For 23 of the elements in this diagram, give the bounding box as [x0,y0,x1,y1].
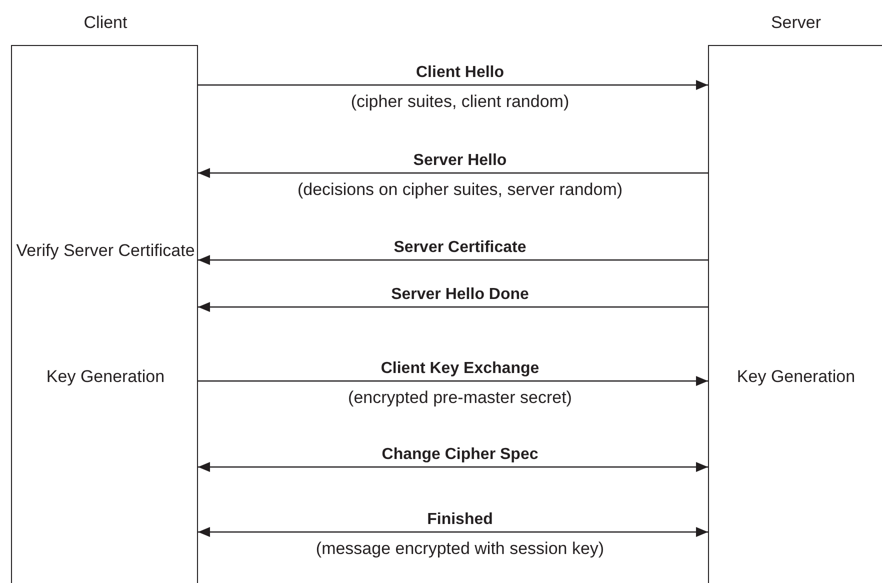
activity-text: Key Generation [736,366,856,388]
message-detail: (message encrypted with session key) [316,538,604,560]
activity-text: Key Generation [45,366,166,388]
message-detail: (cipher suites, client random) [350,91,570,113]
arrow [198,302,708,312]
message-label: Finished [427,510,493,530]
lifeline-heading: Client [82,12,128,34]
activity-text: Verify Server Certificate [15,240,196,262]
arrow [198,462,708,472]
message-detail: (decisions on cipher suites, server random) [297,179,623,201]
arrow [198,527,708,537]
message-label: Client Key Exchange [380,359,540,379]
message-label: Client Hello [416,63,504,83]
message-label: Change Cipher Spec [382,445,538,465]
message-detail: (encrypted pre-master secret) [348,387,572,409]
arrow [198,168,708,178]
arrow [198,376,708,386]
message-label: Server Certificate [394,238,526,258]
arrow [198,80,708,90]
lifeline-heading: Server [770,12,822,34]
message-label: Server Hello [413,151,507,171]
arrow [198,255,708,265]
message-label: Server Hello Done [391,285,529,305]
